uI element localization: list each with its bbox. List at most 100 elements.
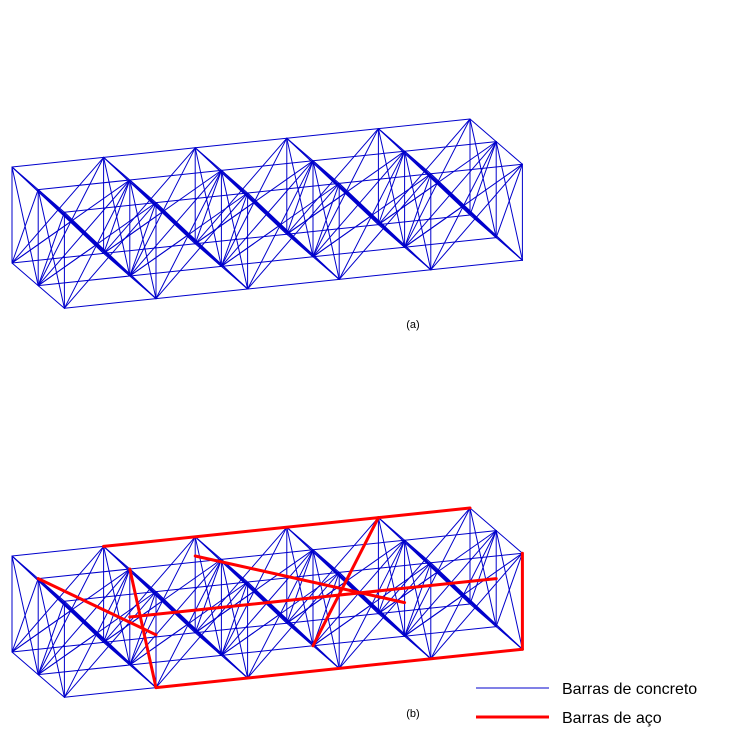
concrete-bar — [286, 526, 314, 647]
concrete-bar — [430, 562, 523, 650]
concrete-bar — [286, 192, 347, 235]
concrete-bar — [103, 545, 196, 634]
concrete-bar — [338, 173, 432, 184]
steel-bar — [36, 577, 158, 637]
concrete-bar — [286, 137, 314, 258]
concrete-bar — [155, 591, 249, 679]
concrete-bar — [194, 201, 255, 245]
legend-steel-label: Barras de aço — [562, 710, 662, 727]
steel-bar — [154, 647, 524, 690]
concrete-bar — [11, 641, 105, 653]
concrete-bar — [404, 237, 497, 248]
concrete-bar — [286, 526, 379, 615]
concrete-bar — [103, 243, 196, 254]
concrete-bar — [11, 221, 72, 264]
concrete-bar — [220, 169, 314, 258]
concrete-bar — [220, 645, 314, 656]
concrete-bar — [37, 632, 98, 676]
concrete-bar — [37, 578, 131, 666]
concrete-bar — [220, 160, 314, 171]
concrete-bar — [312, 549, 340, 669]
concrete-bar — [312, 150, 406, 162]
concrete-bar — [37, 664, 131, 676]
concrete-bar — [220, 613, 281, 656]
concrete-bar — [194, 137, 288, 149]
concrete-bar — [377, 603, 471, 615]
concrete-bar — [247, 581, 340, 669]
concrete-bar — [194, 147, 288, 235]
concrete-bar — [220, 224, 281, 267]
concrete-bar — [63, 211, 157, 300]
concrete-bar — [377, 128, 406, 248]
concrete-bar — [11, 555, 105, 643]
concrete-bar — [338, 562, 432, 573]
concrete-bar — [37, 285, 65, 309]
concrete-bar — [103, 156, 196, 245]
concrete-bar — [37, 674, 65, 698]
steel-bar — [128, 577, 498, 619]
concrete-bar — [220, 549, 314, 560]
concrete-bar — [377, 517, 471, 605]
concrete-bar — [469, 507, 497, 628]
concrete-bar — [11, 651, 39, 676]
concrete-bar — [11, 262, 39, 287]
concrete-bar — [37, 578, 65, 698]
concrete-bar — [377, 517, 406, 637]
concrete-bar — [377, 571, 438, 615]
concrete-bar — [11, 252, 105, 264]
concrete-bar — [11, 156, 105, 168]
concrete-bar — [11, 545, 105, 557]
concrete-bar — [469, 118, 497, 143]
concrete-bar — [103, 545, 131, 666]
concrete-bar — [469, 118, 497, 239]
concrete-bar — [469, 507, 497, 532]
concrete-bar — [404, 530, 497, 541]
concrete-bar — [220, 256, 314, 267]
concrete-bar — [63, 298, 157, 309]
concrete-bar — [63, 202, 157, 213]
steel-bar — [102, 506, 472, 548]
concrete-bar — [103, 600, 163, 643]
concrete-bar — [312, 160, 406, 248]
concrete-bar — [430, 173, 523, 261]
concrete-bar — [312, 214, 373, 258]
concrete-bar — [247, 182, 340, 194]
concrete-bar — [37, 243, 98, 287]
concrete-bar — [63, 600, 157, 689]
legend-concrete-label: Barras de concreto — [562, 681, 697, 698]
concrete-bar — [11, 166, 39, 287]
concrete-bar — [377, 128, 471, 216]
concrete-bar — [377, 118, 471, 130]
steel-bar — [311, 516, 380, 648]
concrete-bar — [37, 275, 131, 287]
concrete-bar — [103, 632, 196, 643]
concrete-bar — [495, 530, 523, 650]
concrete-bar — [155, 192, 249, 204]
steel-bars-b — [36, 506, 524, 690]
steel-bar — [128, 567, 158, 690]
concrete-bar — [495, 141, 523, 261]
concrete-bar — [11, 555, 39, 676]
caption-b: (b) — [406, 708, 419, 720]
concrete-bar — [129, 558, 222, 570]
concrete-bar — [194, 233, 288, 245]
concrete-bar — [404, 626, 497, 637]
concrete-bar — [103, 156, 131, 277]
concrete-bar — [129, 654, 222, 666]
concrete-bar — [286, 613, 379, 624]
concrete-bar — [129, 265, 222, 277]
concrete-bar — [430, 259, 523, 271]
concrete-bar — [404, 150, 432, 271]
concrete-bar — [377, 182, 438, 226]
caption-a: (a) — [406, 319, 419, 331]
concrete-bar — [37, 568, 131, 580]
concrete-bar — [312, 246, 406, 258]
concrete-bar — [404, 539, 432, 660]
concrete-bar — [11, 610, 72, 653]
concrete-bar — [220, 169, 249, 290]
concrete-bar — [312, 635, 406, 647]
concrete-bar — [404, 141, 497, 152]
concrete-bar — [495, 530, 523, 554]
concrete-bar — [129, 169, 222, 181]
